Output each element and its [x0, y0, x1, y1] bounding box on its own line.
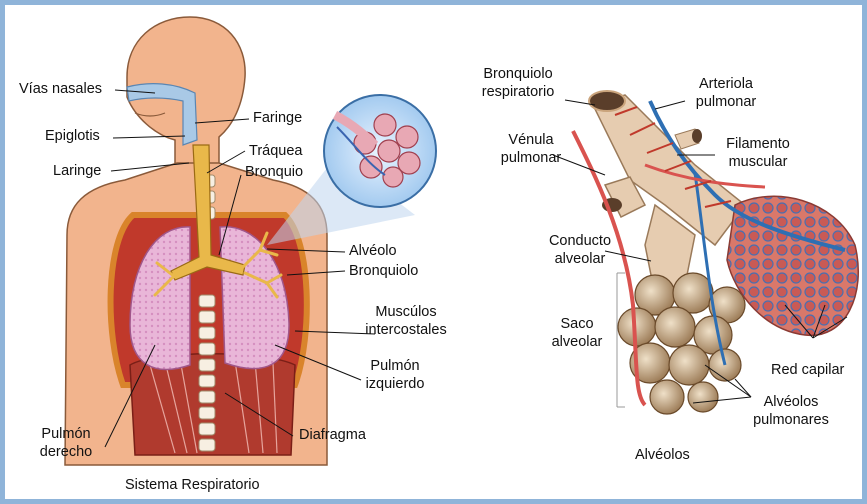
label-bronq-resp-line2: respiratorio: [463, 83, 573, 101]
label-laringe: Laringe: [53, 162, 101, 180]
label-filamento-line1: Filamento: [713, 135, 803, 153]
label-alveolos-pulm-line1: Alvéolos: [741, 393, 841, 411]
label-pulmon-der-line1: Pulmón: [31, 425, 101, 443]
label-arteriola-line2: pulmonar: [681, 93, 771, 111]
label-arteriola-line1: Arteriola: [681, 75, 771, 93]
label-conducto-line1: Conducto: [535, 232, 625, 250]
label-pulmon-izquierdo: Pulmón izquierdo: [355, 357, 435, 393]
label-filamento-line2: muscular: [713, 153, 803, 171]
label-pulmon-derecho: Pulmón derecho: [31, 425, 101, 461]
label-filamento-muscular: Filamento muscular: [713, 135, 803, 171]
label-arteriola-pulmonar: Arteriola pulmonar: [681, 75, 771, 111]
label-venula-line1: Vénula: [491, 131, 571, 149]
label-bronq-resp-line1: Bronquiolo: [463, 65, 573, 83]
caption-alveolos: Alvéolos: [635, 447, 690, 463]
label-red-capilar: Red capilar: [771, 361, 844, 379]
label-pulmon-izq-line1: Pulmón: [355, 357, 435, 375]
label-alveolos-pulmonares: Alvéolos pulmonares: [741, 393, 841, 429]
torso-figure: [65, 17, 436, 465]
label-bronquiolo-respiratorio: Bronquiolo respiratorio: [463, 65, 573, 101]
label-bronquiolo: Bronquiolo: [349, 262, 418, 280]
label-saco-alveolar: Saco alveolar: [537, 315, 617, 351]
label-epiglotis: Epiglotis: [45, 127, 100, 145]
label-conducto-line2: alveolar: [535, 250, 625, 268]
caption-sistema-respiratorio: Sistema Respiratorio: [125, 477, 260, 493]
label-vias-nasales: Vías nasales: [19, 80, 102, 98]
label-diafragma: Diafragma: [299, 426, 366, 444]
label-pulmon-izq-line2: izquierdo: [355, 375, 435, 393]
label-venula-pulmonar: Vénula pulmonar: [491, 131, 571, 167]
label-traquea: Tráquea: [249, 142, 302, 160]
label-venula-line2: pulmonar: [491, 149, 571, 167]
label-bronquio: Bronquio: [245, 163, 303, 181]
label-musculos-line2: intercostales: [361, 321, 451, 339]
label-faringe: Faringe: [253, 109, 302, 127]
label-saco-line1: Saco: [537, 315, 617, 333]
label-saco-line2: alveolar: [537, 333, 617, 351]
label-musculos-line1: Muscúlos: [361, 303, 451, 321]
label-conducto-alveolar: Conducto alveolar: [535, 232, 625, 268]
label-alveolos-pulm-line2: pulmonares: [741, 411, 841, 429]
label-alveolo: Alvéolo: [349, 242, 397, 260]
label-pulmon-der-line2: derecho: [31, 443, 101, 461]
label-musculos-intercostales: Muscúlos intercostales: [361, 303, 451, 339]
